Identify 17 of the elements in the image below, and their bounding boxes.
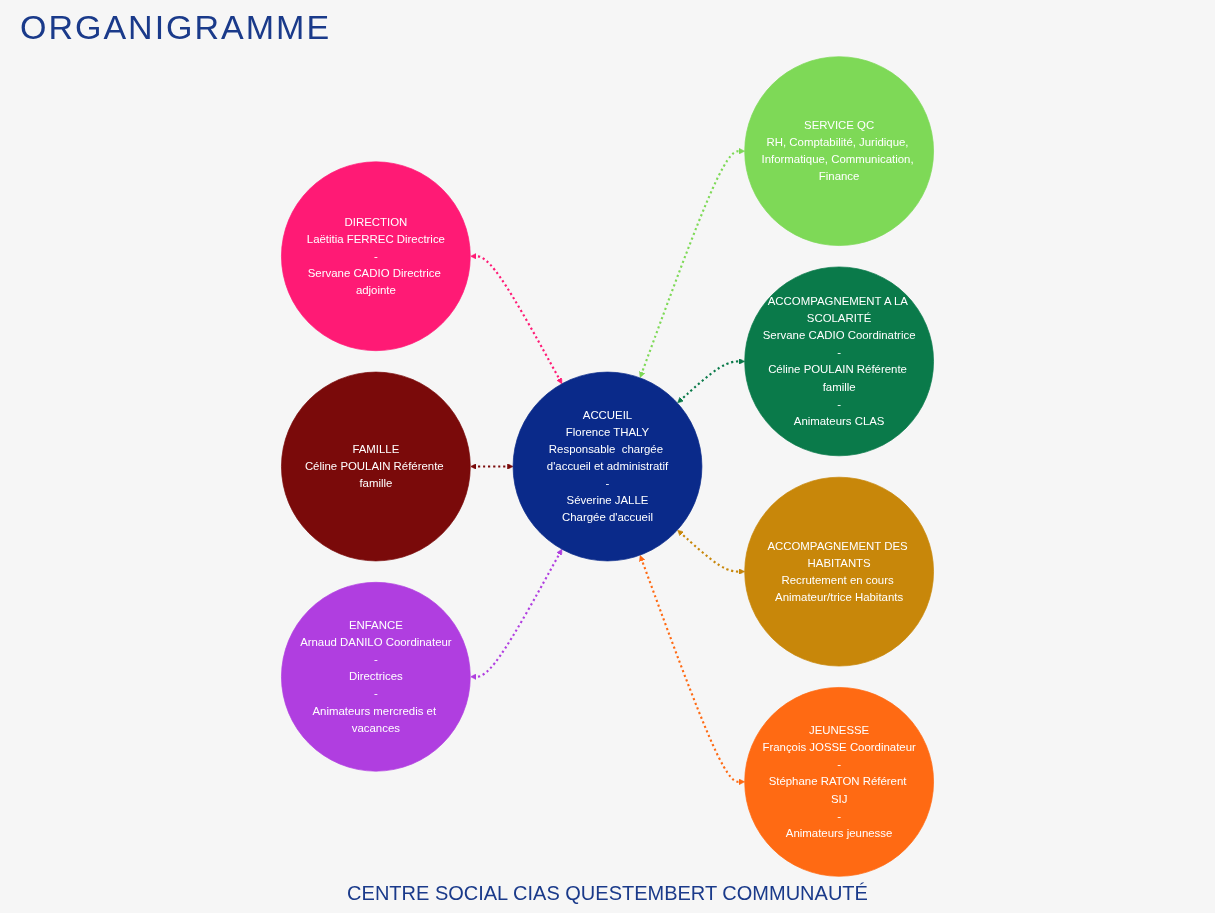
node-circle: DIRECTION Laëtitia FERREC Directrice - Servane CADIO Directrice adjointe [281,161,471,352]
title: ORGANIGRAMME [20,8,332,47]
arrow [470,253,563,385]
arrow [470,463,514,470]
footer-note: CENTRE SOCIAL CIAS QUESTEMBERT COMMUNAUTÉ [347,882,868,905]
arrow [639,148,745,378]
node-circle: FAMILLE Céline POULAIN Référente famille [281,371,471,562]
node-circle: JEUNESSE François JOSSE Coordinateur - Stéphane RATON Référent SIJ - Animateurs jeunesse [744,687,934,877]
node-circle: ACCOMPAGNEMENT DES HABITANTS Recrutement en cours Animateur/trice Habitants [744,476,934,667]
node-circle: SERVICE QC RH, Comptabilité, Juridique, Informatique, Communication, Finance [744,56,934,246]
arrow [677,358,745,404]
arrow [677,529,745,575]
node-circle: ENFANCE Arnaud DANILO Coordinateur - Directrices - Animateurs mercredis et vacances [281,581,471,772]
arrow [470,548,563,680]
arrow [639,555,745,785]
node-circle: ACCOMPAGNEMENT A LA SCOLARITÉ Servane CADIO Coordinatrice - Céline POULAIN Référente famille - Animateurs CLAS [744,266,934,457]
node-circle: ACCUEIL Florence THALY Responsable chargée d'accueil et administratif - Séverine JALLE Chargée d'accueil [512,371,703,562]
